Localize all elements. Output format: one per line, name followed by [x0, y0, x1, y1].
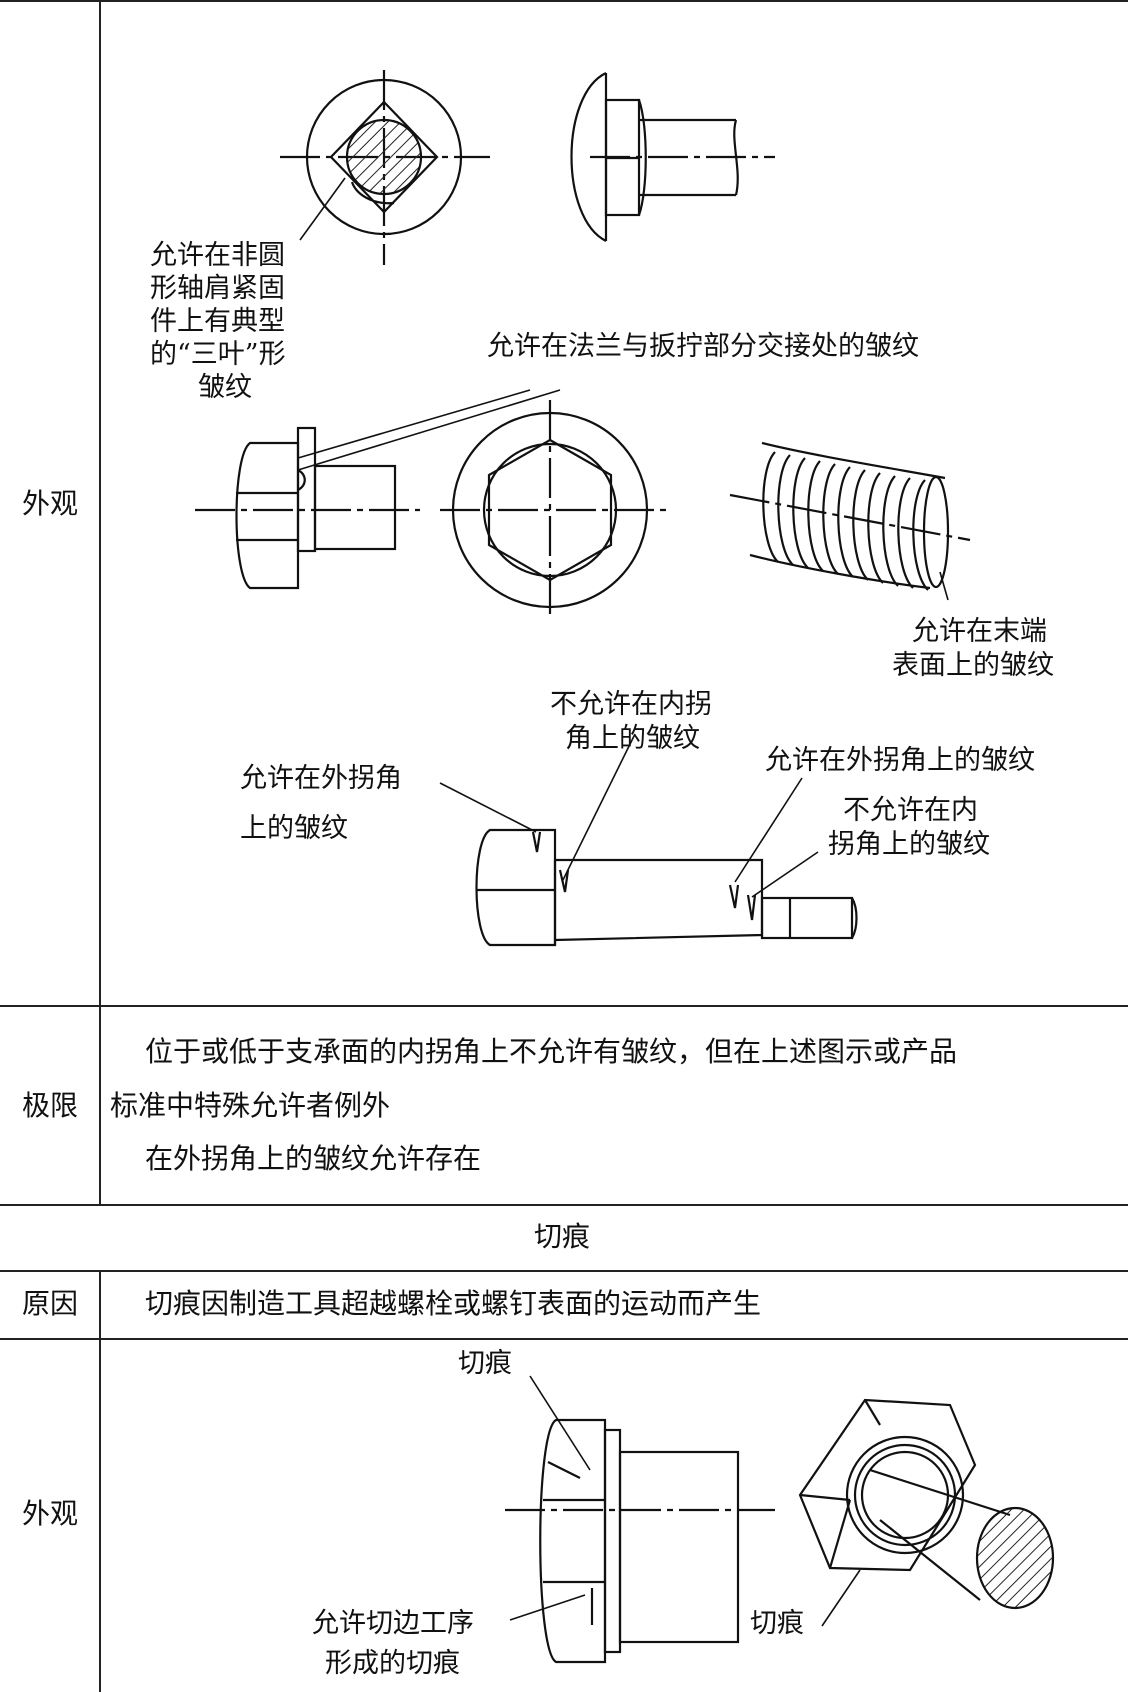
label-trilobe: 皱纹: [198, 372, 252, 403]
label-outer-right: 允许在外拐角上的皱纹: [765, 745, 1035, 776]
row-divider: [0, 1338, 1128, 1340]
row-divider: [0, 1270, 1128, 1272]
section-header: 切痕: [534, 1220, 591, 1253]
label-cut-mark-right: 切痕: [750, 1608, 804, 1639]
leader-lines: [297, 177, 949, 898]
cause-text: 切痕因制造工具超越螺栓或螺钉表面的运动而产生: [145, 1287, 762, 1320]
cut-leader-lines: [509, 1375, 861, 1627]
label-thread-end: 表面上的皱纹: [892, 650, 1054, 681]
label-trim-cut: 允许切边工序: [312, 1608, 474, 1639]
column-divider: [99, 0, 101, 1205]
row-label-appearance: 外观: [21, 487, 78, 520]
label-inner-not: 角上的皱纹: [565, 723, 700, 754]
label-trilobe: 件上有典型: [150, 306, 285, 337]
row-divider: [0, 1204, 1128, 1206]
label-trim-cut: 形成的切痕: [325, 1648, 460, 1679]
label-trilobe: 的“三叶”形: [150, 339, 286, 370]
thread-end-view: [729, 441, 971, 591]
limit-text-line: 标准中特殊允许者例外: [110, 1089, 391, 1122]
label-trilobe: 形轴肩紧固: [150, 273, 285, 304]
cut-bolt-side-view: [505, 1418, 775, 1664]
figure-folds: 允许在非圆 形轴肩紧固 件上有典型 的“三叶”形 皱纹 允许在法兰与扳拧部分交接…: [150, 70, 1054, 947]
shouldered-bolt-side-view: [475, 828, 858, 947]
label-thread-end: 允许在末端: [912, 616, 1047, 647]
round-head-end-view: [280, 70, 490, 265]
row-divider: [0, 1005, 1128, 1007]
label-outer-left: 允许在外拐角: [240, 763, 402, 794]
table-top-border: [0, 0, 1128, 2]
row-label-limit: 极限: [21, 1089, 78, 1122]
limit-text-line: 位于或低于支承面的内拐角上不允许有皱纹，但在上述图示或产品: [145, 1035, 958, 1068]
label-outer-left: 上的皱纹: [240, 813, 348, 844]
label-cut-mark-top: 切痕: [458, 1348, 512, 1379]
flange-bolt-end-view: [440, 400, 670, 618]
label-flange: 允许在法兰与扳拧部分交接处的皱纹: [487, 331, 919, 362]
column-divider: [99, 1270, 101, 1692]
label-inner-not-right: 拐角上的皱纹: [828, 829, 990, 860]
cut-bolt-perspective-view: [798, 1398, 1055, 1610]
label-inner-not: 不允许在内拐: [550, 689, 712, 720]
limit-text-line: 在外拐角上的皱纹允许存在: [145, 1142, 482, 1175]
label-inner-not-right: 不允许在内: [843, 795, 978, 826]
label-trilobe: 允许在非圆: [150, 240, 285, 271]
row-label-cause: 原因: [21, 1287, 78, 1320]
carriage-bolt-side-view: [570, 72, 775, 242]
flange-bolt-side-view: [195, 426, 420, 590]
row-label-appearance: 外观: [21, 1497, 78, 1530]
